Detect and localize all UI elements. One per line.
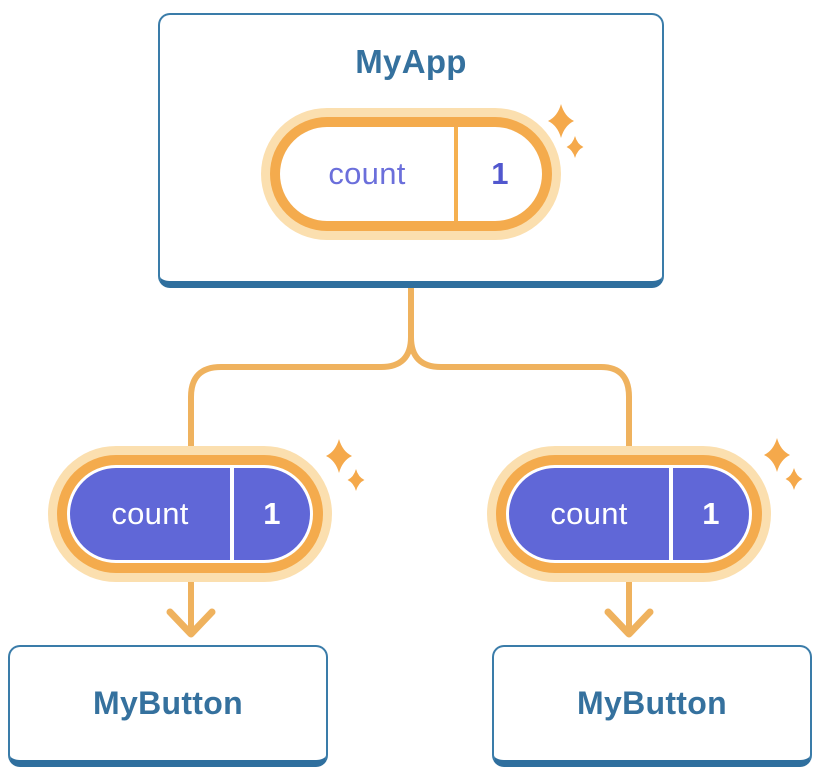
connector-branch-left	[188, 285, 414, 634]
connector-branch-right	[408, 285, 632, 634]
prop-pill-ring: count 1	[496, 455, 762, 573]
arrowhead-down-right-icon	[604, 608, 654, 638]
state-name: count	[328, 156, 406, 191]
prop-value: 1	[702, 496, 720, 531]
prop-name: count	[111, 496, 189, 531]
state-value: 1	[491, 156, 509, 191]
prop-name: count	[550, 496, 628, 531]
pill-divider	[454, 127, 458, 221]
sparkle-icon	[548, 104, 574, 138]
prop-pill-left: count 1	[48, 446, 332, 582]
arrowhead-down-left-icon	[166, 608, 216, 638]
component-title: MyApp	[355, 43, 467, 80]
prop-value: 1	[263, 496, 281, 531]
sparkle-small-icon	[347, 469, 365, 491]
component-card-mybutton-right: MyButton	[492, 645, 812, 767]
state-pill-ring: count 1	[270, 117, 552, 231]
prop-pill-ring: count 1	[57, 455, 323, 573]
pill-divider	[669, 468, 673, 560]
pill-divider	[230, 468, 234, 560]
sparkle-small-icon	[566, 136, 584, 158]
sparkle-small-icon	[785, 468, 803, 490]
sparkle-icon	[764, 438, 790, 472]
sparkle-icon	[326, 439, 352, 473]
component-title: MyButton	[93, 685, 243, 721]
state-pill-root: count 1	[261, 108, 561, 240]
component-title: MyButton	[577, 685, 727, 721]
component-card-mybutton-left: MyButton	[8, 645, 328, 767]
prop-pill-right: count 1	[487, 446, 771, 582]
